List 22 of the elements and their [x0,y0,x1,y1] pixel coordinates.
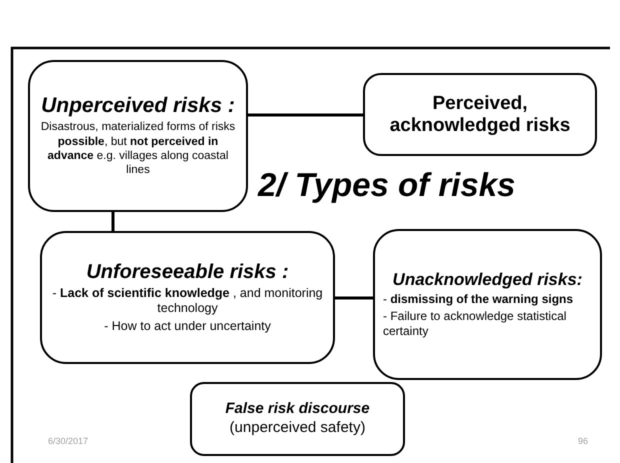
connector-line [248,114,363,116]
date-label: 6/30/2017 [48,436,88,446]
rounded-box [190,382,405,456]
box-text: (unperceived safety) [228,419,366,438]
box-heading: Unacknowledged risks: [392,270,582,290]
box-heading: Unperceived risks : [41,94,235,118]
connector-line [335,296,373,300]
box-heading: False risk discourse [225,400,370,418]
slide-title: 2/ Types of risks [258,166,516,204]
rounded-box [28,60,248,212]
rounded-box [363,73,597,156]
box-heading: Unforeseeable risks : [86,260,289,284]
box-text: - How to act under uncertainty [103,318,272,334]
page-number: 96 [578,436,588,446]
box-text: - Failure to acknowledge statistical certainty [383,308,568,339]
box-text: - dismissing of the warning signs [383,292,574,307]
rounded-box [373,229,602,380]
box-text: - Lack of scientific knowledge , and monitoring technology [51,286,324,317]
connector-line [112,212,114,231]
box-heading: Perceived, acknowledged risks [388,92,572,136]
box-text: Disastrous, materialized forms of risks possible, but not perceived in advance e.g. villages along coastal lines [40,120,236,178]
rounded-box [40,231,335,364]
